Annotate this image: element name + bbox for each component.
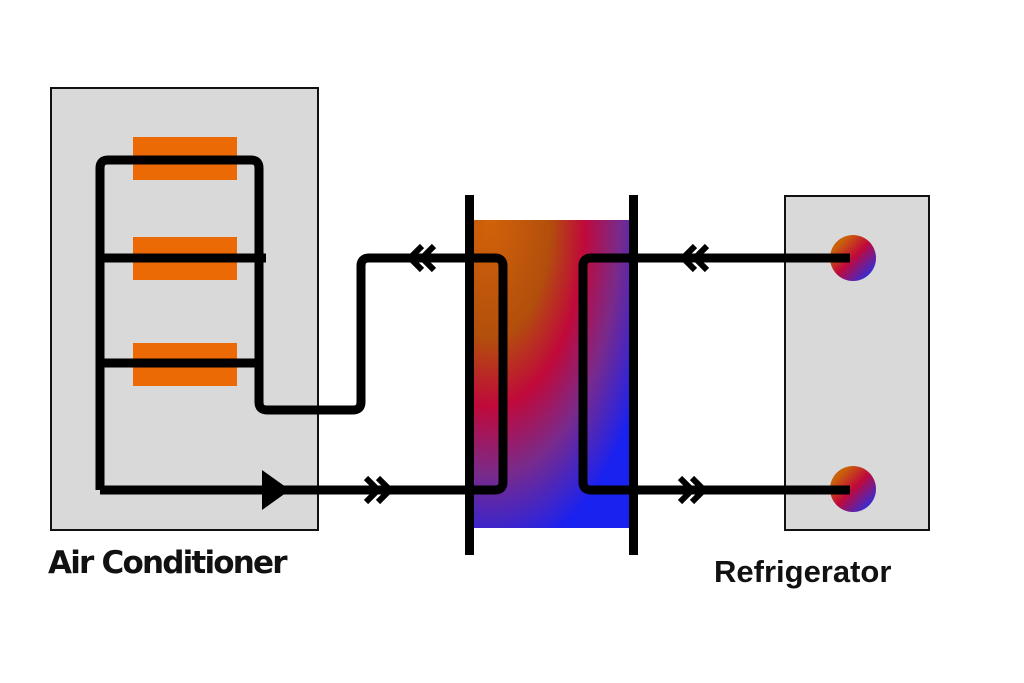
refrigerator-port-bottom — [830, 466, 876, 512]
refrigerator-label: Refrigerator — [714, 554, 892, 589]
heat-exchanger — [474, 220, 631, 528]
fridge-pipe-loop — [578, 253, 850, 495]
double-chevron-right-icon — [363, 475, 395, 505]
ac-pipe-loop — [95, 155, 508, 495]
double-chevron-right-icon — [677, 475, 709, 505]
exchanger-wall-right — [629, 195, 638, 555]
flow-arrow-icon — [262, 470, 290, 510]
double-chevron-left-icon — [678, 243, 710, 273]
air-conditioner-label: Air Conditioner — [48, 545, 288, 581]
exchanger-wall-left — [465, 195, 474, 555]
refrigerator-port-top — [830, 235, 876, 281]
double-chevron-left-icon — [405, 243, 437, 273]
